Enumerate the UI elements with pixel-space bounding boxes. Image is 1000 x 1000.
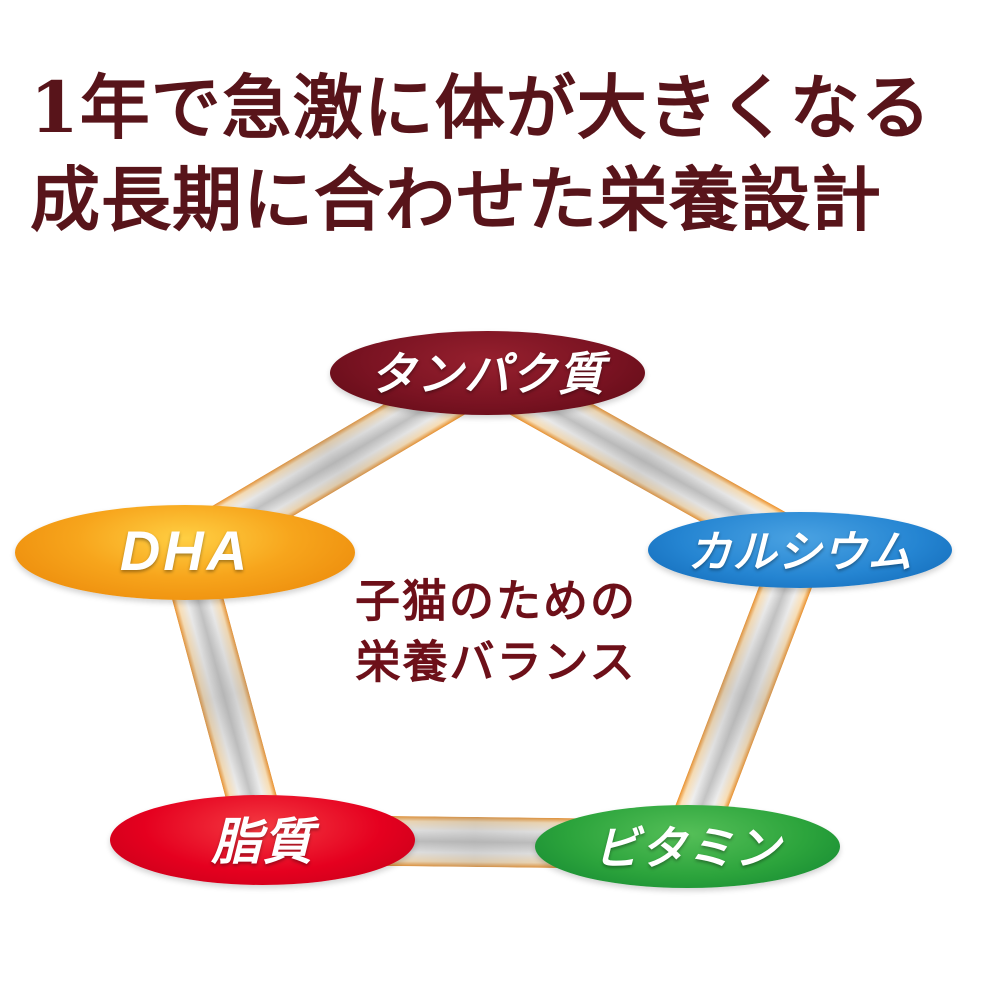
node-dha: DHA	[15, 505, 355, 600]
title-line-2: 成長期に合わせた栄養設計	[30, 158, 882, 242]
node-fat: 脂質	[110, 795, 415, 885]
node-vitamin-label: ビタミン	[593, 821, 782, 874]
center-caption-line-2: 栄養バランス	[355, 636, 637, 687]
center-caption-line-1: 子猫のための	[354, 575, 638, 627]
node-calcium-label: カルシウム	[687, 528, 913, 577]
node-protein-label: タンパク質	[370, 348, 605, 400]
page-title: 1年で急激に体が大きくなる 成長期に合わせた栄養設計	[30, 62, 932, 247]
node-vitamin: ビタミン	[535, 805, 840, 888]
node-fat-label: 脂質	[211, 814, 314, 870]
node-dha-label: DHA	[119, 519, 251, 582]
title-line-1: 1年で急激に体が大きくなる	[30, 66, 932, 149]
node-protein: タンパク質	[330, 331, 645, 415]
node-calcium: カルシウム	[648, 512, 952, 588]
center-caption: 子猫のための 栄養バランス	[355, 571, 637, 693]
